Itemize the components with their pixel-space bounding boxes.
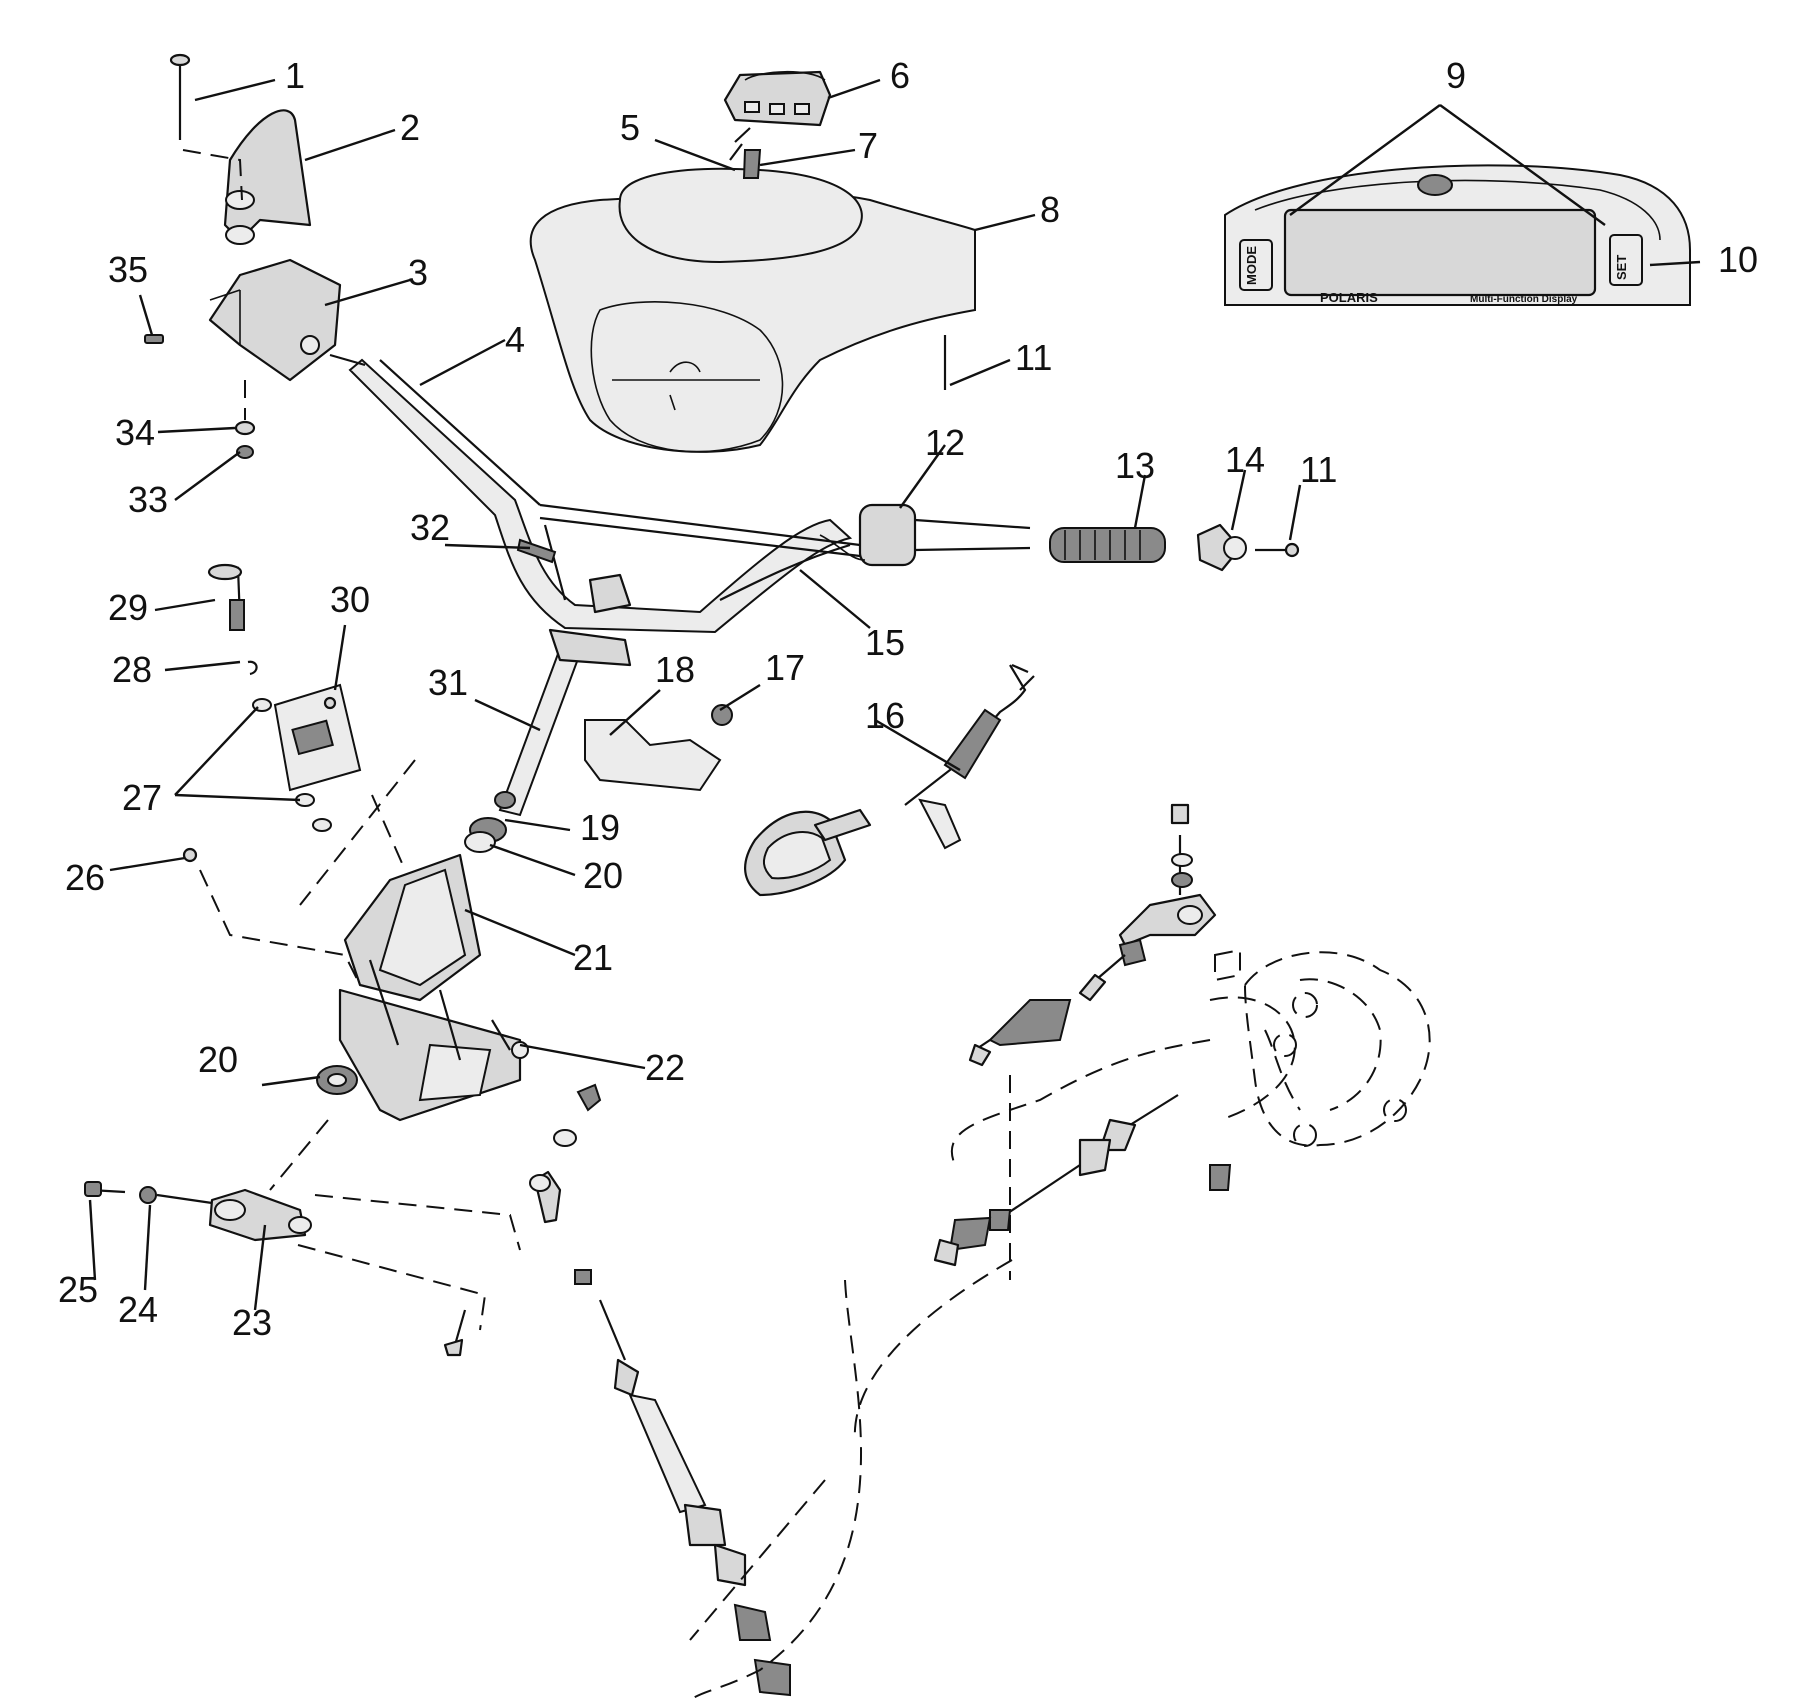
safety-lanyard-part	[744, 663, 1035, 897]
fasteners-left-part	[144, 334, 256, 459]
callout-2: 2	[400, 107, 420, 148]
pin-part	[182, 847, 198, 863]
display-right-button-text: SET	[1614, 255, 1629, 280]
display-brand-text: POLARIS	[1320, 290, 1378, 305]
callout-23: 23	[232, 1302, 272, 1343]
steering-post-part	[494, 573, 632, 817]
bolt-1-part	[169, 53, 243, 201]
callout-16: 16	[865, 695, 905, 736]
callout-1: 1	[285, 55, 305, 96]
upper-bushing-part	[464, 817, 507, 853]
callout-7: 7	[858, 125, 878, 166]
engine-ghost-outline	[1214, 948, 1431, 1147]
callout-10: 10	[1718, 239, 1758, 280]
hood-switch-part	[723, 70, 832, 179]
callout-25: 25	[58, 1269, 98, 1310]
right-cable-assembly-part	[933, 803, 1232, 1267]
display-panel-part: MODE SET POLARIS Multi-Function Display	[1224, 164, 1691, 306]
grip-part	[1049, 527, 1166, 563]
hood-part	[529, 167, 976, 453]
callout-28: 28	[112, 649, 152, 690]
callout-33: 33	[128, 479, 168, 520]
leader-lines	[88, 78, 1701, 1311]
callout-6: 6	[890, 55, 910, 96]
callout-8: 8	[1040, 189, 1060, 230]
callout-17: 17	[765, 647, 805, 688]
right-switch-housing-part	[819, 503, 1031, 567]
steering-arm-part	[84, 1181, 312, 1242]
bar-end-cap-part	[1196, 523, 1300, 572]
callout-35: 35	[108, 249, 148, 290]
callout-22: 22	[645, 1047, 685, 1088]
callout-14: 14	[1225, 439, 1265, 480]
steering-cable-part	[598, 1299, 791, 1697]
cable-bundle-part	[719, 543, 851, 601]
callout-21: 21	[573, 937, 613, 978]
callout-27: 27	[122, 777, 162, 818]
steering-bracket-part	[338, 853, 529, 1122]
callout-3: 3	[408, 252, 428, 293]
callout-13: 13	[1115, 445, 1155, 486]
steering-cover-part	[584, 704, 733, 792]
callout-18: 18	[655, 649, 695, 690]
callout-9: 9	[1446, 55, 1466, 96]
callout-15: 15	[865, 622, 905, 663]
callout-4: 4	[505, 319, 525, 360]
callout-30: 30	[330, 579, 370, 620]
callout-5: 5	[620, 107, 640, 148]
callout-20-lower: 20	[198, 1039, 238, 1080]
callout-12: 12	[925, 422, 965, 463]
callout-29: 29	[108, 587, 148, 628]
tie-rod-end-part	[443, 1083, 602, 1357]
callout-31: 31	[428, 662, 468, 703]
callout-34: 34	[115, 412, 155, 453]
throttle-lever-part	[223, 109, 312, 245]
callout-20-upper: 20	[583, 855, 623, 896]
left-switch-housing-part	[208, 258, 366, 382]
mount-plate-part	[207, 563, 362, 832]
display-left-button-text: MODE	[1244, 246, 1259, 285]
callout-11-bar-end: 11	[1300, 449, 1337, 490]
callout-labels: 1 2 3 4 5 6 7 8 9 10 11 11 12 13 14 15 1…	[58, 55, 1758, 1343]
callout-24: 24	[118, 1289, 158, 1330]
callout-26: 26	[65, 857, 105, 898]
handlebar-part	[348, 358, 861, 634]
lower-bushing-part	[316, 1065, 358, 1095]
callout-11-hood: 11	[1015, 337, 1052, 378]
callout-19: 19	[580, 807, 620, 848]
callout-32: 32	[410, 507, 450, 548]
display-caption-text: Multi-Function Display	[1470, 294, 1578, 305]
